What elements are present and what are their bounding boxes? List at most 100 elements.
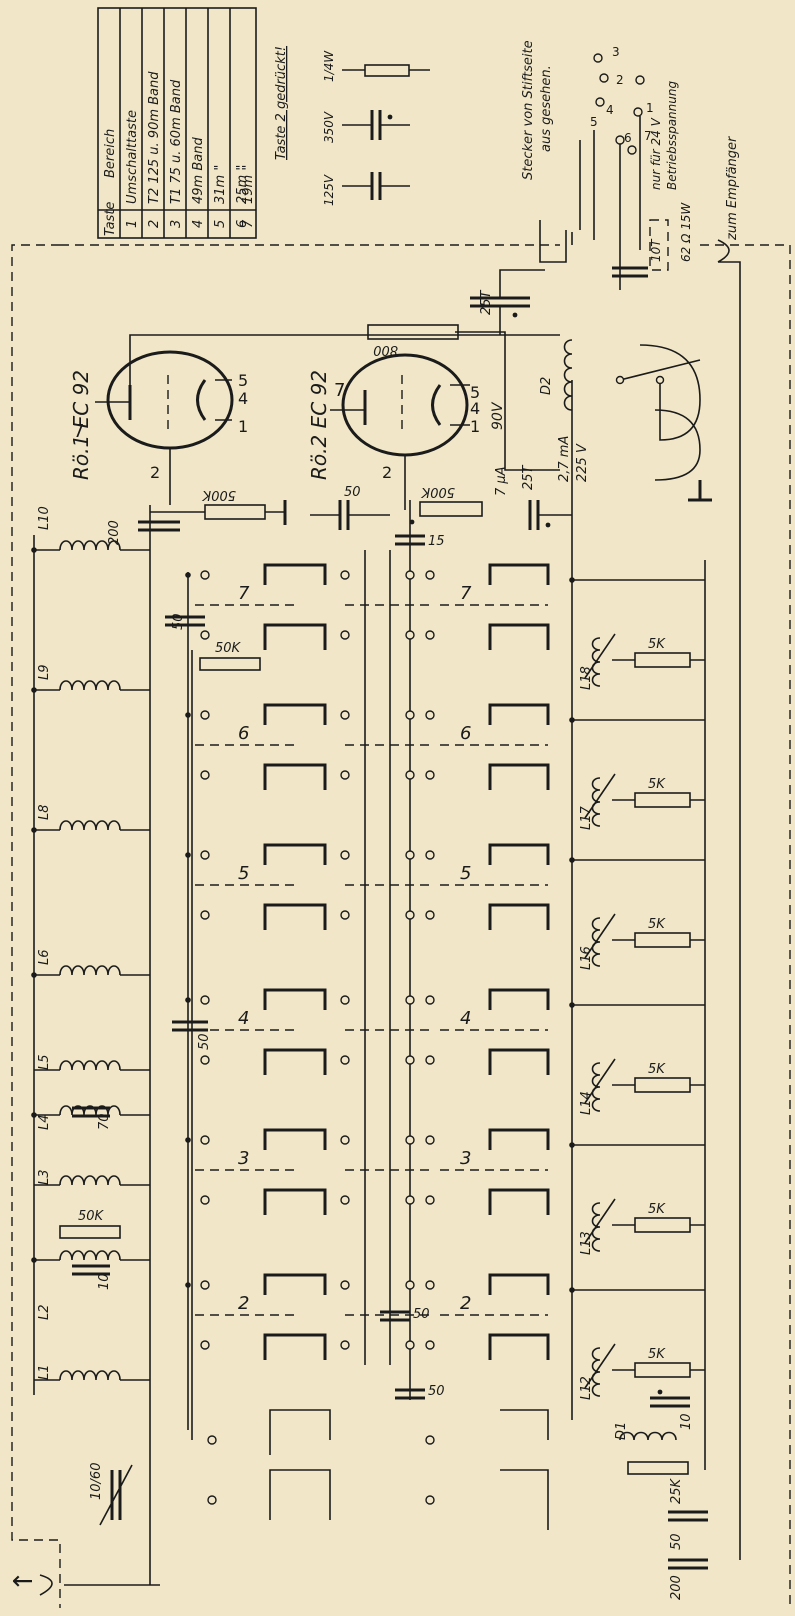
plug-pin xyxy=(595,97,605,107)
switch-terminal xyxy=(200,570,210,580)
junction-dot xyxy=(31,687,37,693)
pin-label: 6 xyxy=(624,131,632,145)
tuning-coil xyxy=(591,777,601,827)
coil xyxy=(59,1060,121,1071)
r4-value: 800 xyxy=(373,342,398,357)
table-cell: 31m " xyxy=(213,165,228,204)
range-table: Taste Bereich 1 Umschalttaste 2 T2 125 u… xyxy=(97,7,257,239)
c14-value: 15 xyxy=(428,534,445,549)
tuning-coil xyxy=(591,917,601,967)
switch-contact xyxy=(488,1048,550,1075)
table-cell: T2 125 u. 90m Band xyxy=(147,71,162,204)
switch-terminal xyxy=(405,1340,415,1350)
junction-dot xyxy=(185,572,191,578)
tuning-arrow xyxy=(584,1198,616,1244)
pin-label: 4 xyxy=(606,103,614,117)
tube-ro1: 7 2 1 4 5 Rö.1 EC 92 xyxy=(69,334,560,505)
tube-ro2: 7 2 1 4 5 90V 7 µA Rö.2 EC 92 xyxy=(307,353,509,510)
coil-label: L10 xyxy=(37,506,52,530)
capacitor-c6: 200 xyxy=(107,520,180,545)
switch-contact xyxy=(488,903,550,930)
plug-connector: 3 2 4 5 6 1 7 xyxy=(539,45,654,290)
switch-contact xyxy=(263,1188,327,1215)
switch-terminal xyxy=(200,1055,210,1065)
table-row-7-range: 19m " xyxy=(241,165,256,204)
table-cell: Umschalttaste xyxy=(125,110,140,204)
tube-pin-label: 1 xyxy=(470,417,480,436)
junction-dot xyxy=(185,1282,191,1288)
junction-dot xyxy=(569,1287,575,1293)
switch-terminal xyxy=(340,995,350,1005)
coil-label: L9 xyxy=(37,664,52,680)
switch-terminal xyxy=(200,1195,210,1205)
switch-terminal xyxy=(200,995,210,1005)
coil-label: L17 xyxy=(579,805,594,830)
tube-pin-label: 1 xyxy=(238,417,248,436)
r12-value: 62 Ω 15W xyxy=(679,202,693,262)
switch-terminal xyxy=(405,1280,415,1290)
tube-pin-label: 4 xyxy=(238,389,248,408)
switch-contact xyxy=(263,988,327,1010)
coil-l9 xyxy=(59,680,121,691)
switch-terminal xyxy=(200,710,210,720)
switch-terminal xyxy=(200,770,210,780)
choke-d2: D2 xyxy=(539,339,573,411)
switch-terminal xyxy=(425,910,435,920)
c9-value: 50 xyxy=(669,1533,684,1550)
supply-voltage: 225 V xyxy=(575,443,590,482)
shield-enclosure xyxy=(11,244,791,1608)
r11-value: 500K xyxy=(420,484,455,499)
tube-pin-label: 2 xyxy=(150,463,160,482)
table-header-taste: Taste xyxy=(103,202,118,236)
switch-terminal xyxy=(405,770,415,780)
resistor-r1 xyxy=(59,1225,121,1239)
resistor-r5 xyxy=(634,1362,691,1378)
capacitor-c16: 10T xyxy=(612,238,663,278)
tube-pin-label: 5 xyxy=(470,383,480,402)
c1-value: 10/60 xyxy=(89,1463,104,1500)
switch-contact xyxy=(488,1188,550,1215)
tuning-arrow xyxy=(584,1343,616,1389)
table-note: Taste 2 gedrückt! xyxy=(274,46,289,160)
capacitor-c11: 50 xyxy=(395,1384,445,1400)
c4-value: 50 xyxy=(197,1033,212,1050)
svg-text:↑: ↑ xyxy=(9,1570,39,1592)
table-cell: 1 xyxy=(125,220,140,228)
junction-dot xyxy=(569,717,575,723)
coil-label: L14 xyxy=(579,1091,594,1115)
c16-value: 10T xyxy=(649,238,663,262)
receiver-label: zum Empfänger xyxy=(725,135,740,241)
coil-l10 xyxy=(59,540,121,551)
tube-ro2-current: 7 µA xyxy=(494,466,509,496)
r1-value: 50K xyxy=(78,1209,105,1224)
legend: 1/4W 350V 125V xyxy=(322,50,430,206)
switch-position-label: 3 xyxy=(238,1148,249,1169)
switch-contact xyxy=(488,703,550,725)
switch-contact xyxy=(263,1333,327,1360)
switch-terminal xyxy=(340,1195,350,1205)
capacitor-c9: 50 xyxy=(668,1510,708,1550)
coil-l6 xyxy=(59,965,121,976)
coil xyxy=(59,1175,121,1186)
d2-label: D2 xyxy=(539,377,554,395)
pin-label: 3 xyxy=(612,45,620,59)
tube-pin-label: 5 xyxy=(238,371,248,390)
c5-value: 50 xyxy=(171,613,186,630)
tuning-arrow xyxy=(584,913,616,959)
junction-dot xyxy=(185,712,191,718)
wire xyxy=(455,331,560,471)
switch-terminal xyxy=(425,770,435,780)
pin-label: 1 xyxy=(646,101,654,115)
switch-contact xyxy=(263,623,327,650)
supply-note-line2: Betriebsspannung xyxy=(665,81,679,190)
resistor-r13: 25K xyxy=(627,1461,689,1504)
plug-pin xyxy=(593,53,603,63)
pin-label: 5 xyxy=(590,115,598,129)
switch-terminal xyxy=(200,630,210,640)
switch-position-label: 4 xyxy=(460,1008,471,1029)
r7-value: 5K xyxy=(648,1062,666,1077)
tube-ro1-label: Rö.1 EC 92 xyxy=(69,370,93,480)
legend-polarity-dot xyxy=(387,114,393,120)
